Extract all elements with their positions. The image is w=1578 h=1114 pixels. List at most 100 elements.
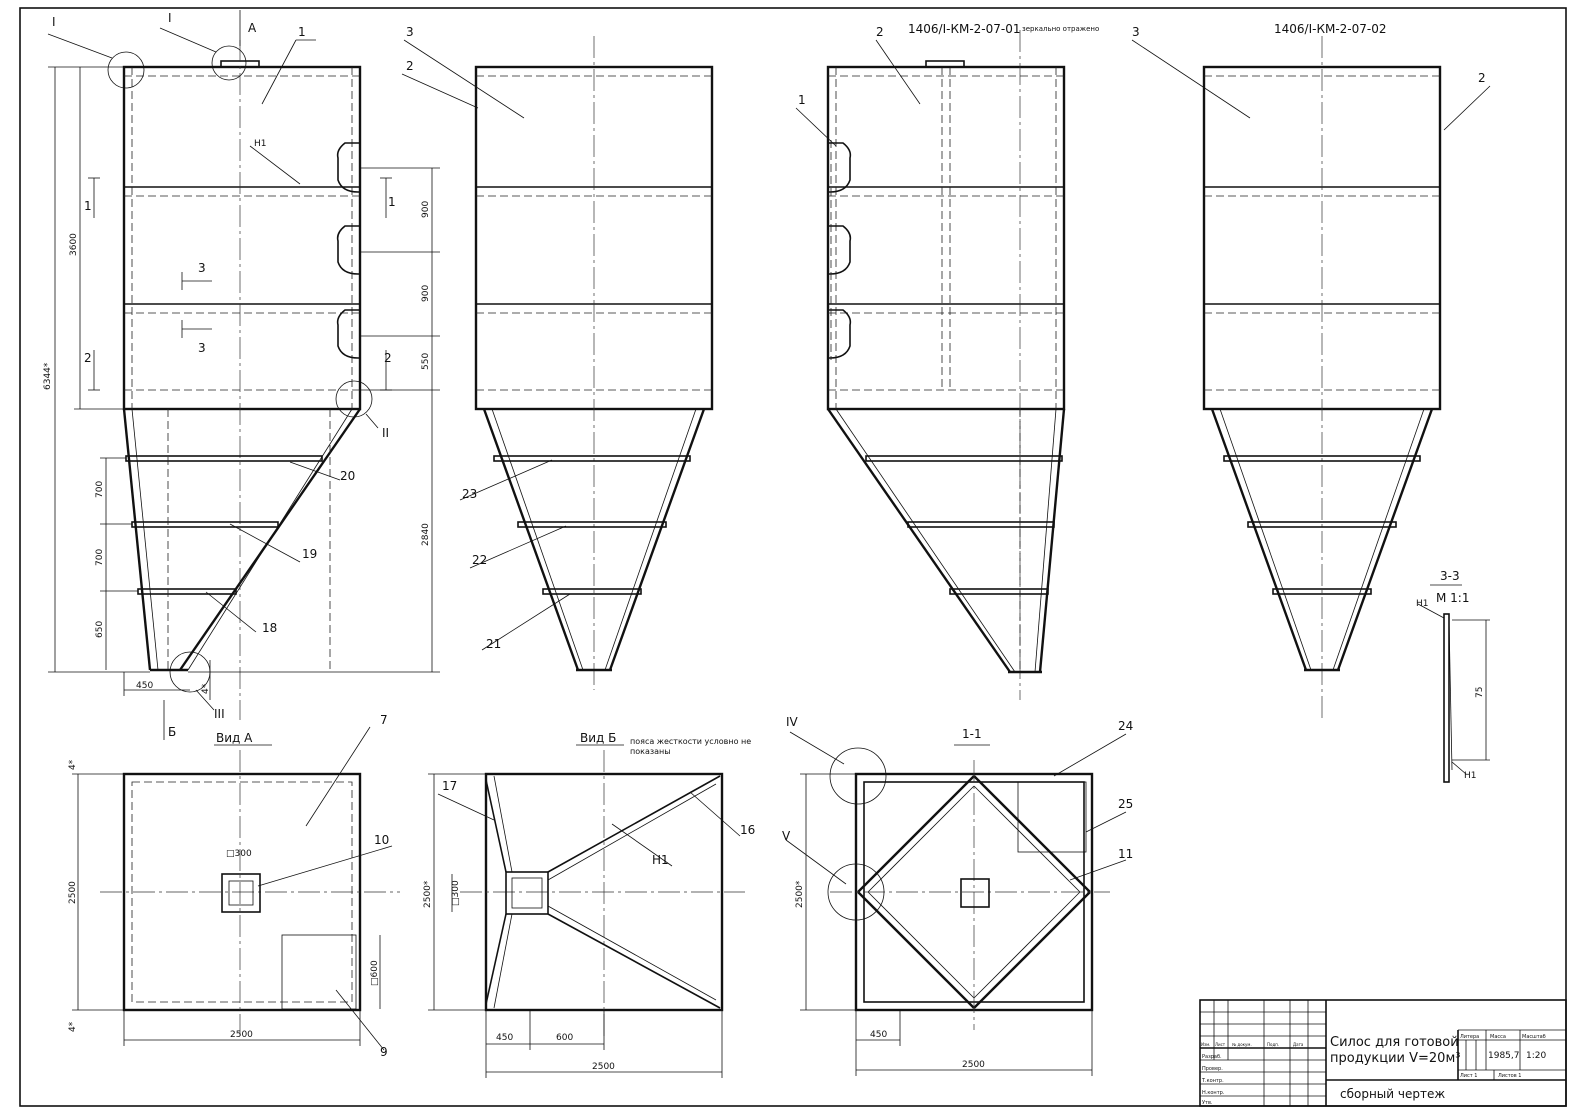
dim-700-a: 700: [95, 481, 105, 498]
tb-ndok: № докум.: [1232, 1042, 1252, 1047]
callout-h1-vb: Н1: [652, 853, 669, 867]
tb-utv: Утв.: [1202, 1100, 1213, 1106]
callout-22: 22: [472, 553, 487, 567]
dim-4-va-top: 4*: [68, 759, 78, 770]
front-view-2: [474, 36, 714, 690]
node-IV-label: IV: [786, 715, 799, 729]
callout-3-v4: 3: [1132, 25, 1140, 39]
section-arrow-1-left: 1: [84, 199, 92, 213]
callout-10: 10: [374, 833, 389, 847]
dim-450-11: 450: [870, 1030, 887, 1040]
section-3-3: [1417, 584, 1490, 783]
dim-700-b: 700: [95, 549, 105, 566]
callout-17: 17: [442, 779, 457, 793]
node-V-label: V: [782, 829, 791, 843]
section-3-3-scale: М 1:1: [1436, 591, 1469, 605]
section-arrow-2-right: 2: [384, 351, 392, 365]
dim-650: 650: [95, 621, 105, 638]
node-II-label: II: [382, 426, 389, 440]
callout-19: 19: [302, 547, 317, 561]
callout-23: 23: [462, 487, 477, 501]
tb-mass: 1985,7: [1488, 1051, 1520, 1061]
dim-2500-11: 2500: [962, 1060, 985, 1070]
view-a-plan: [72, 744, 400, 1046]
view-a-title: Вид А: [216, 731, 253, 745]
callout-21: 21: [486, 637, 501, 651]
view-b-note-2: показаны: [630, 747, 671, 756]
dim-450-v1: 450: [136, 681, 153, 691]
top-label-1-note: зеркально отражено: [1022, 25, 1099, 33]
dim-75-33: 75: [1475, 687, 1485, 698]
dim-900-a: 900: [421, 201, 431, 218]
section-3-3-title: 3-3: [1440, 569, 1460, 583]
front-view-3: [826, 30, 1066, 700]
dim-550: 550: [421, 353, 431, 370]
section-arrow-3-top: 3: [198, 261, 206, 275]
node-I-label-2: I: [168, 11, 172, 25]
callout-1-v3: 1: [798, 93, 806, 107]
tb-name-line-2: продукции V=20м³: [1330, 1051, 1460, 1066]
section-arrow-1-right: 1: [388, 195, 396, 209]
dim-4-va-bottom: 4*: [68, 1021, 78, 1032]
leader-lines: [47, 27, 1491, 1051]
h1-label-3-3-top: Н1: [1416, 599, 1429, 609]
tb-nkontr: Н.контр.: [1202, 1090, 1225, 1096]
tb-podp: Подп.: [1267, 1042, 1279, 1047]
callout-2-v2: 2: [406, 59, 414, 73]
dim-2500-va-h: 2500: [230, 1030, 253, 1040]
callout-9: 9: [380, 1045, 388, 1059]
callout-h1-v1: Н1: [254, 139, 267, 149]
section-arrow-3-bottom: 3: [198, 341, 206, 355]
tb-tkontr: Т.контр.: [1201, 1078, 1224, 1084]
dim-2500s-11: 2500*: [795, 880, 805, 908]
title-block: [1199, 999, 1567, 1107]
tb-data: Дата: [1293, 1042, 1304, 1047]
dim-300-vb: □300: [451, 880, 461, 906]
section-1-1-plan: [800, 744, 1110, 1076]
top-label-1: 1406/I-КМ-2-07-01: [908, 22, 1021, 36]
dim-4-v1: 4*: [201, 683, 211, 694]
front-view-4: [1202, 36, 1442, 720]
dim-2500-vb: 2500: [592, 1062, 615, 1072]
callout-20: 20: [340, 469, 355, 483]
dim-3600: 3600: [69, 233, 79, 256]
dim-6344: 6344*: [43, 362, 53, 390]
view-b-plan: [428, 744, 745, 1078]
section-1-1-title: 1-1: [962, 727, 982, 741]
tb-name-line-1: Силос для готовой: [1330, 1035, 1459, 1050]
node-I-label-1: I: [52, 15, 56, 29]
callout-7: 7: [380, 713, 388, 727]
dim-600-va: □600: [370, 960, 380, 986]
callout-2-v4: 2: [1478, 71, 1486, 85]
dim-2500s-vb: 2500*: [423, 880, 433, 908]
callout-3-v2: 3: [406, 25, 414, 39]
tb-lit-header: Литера: [1460, 1034, 1479, 1040]
arrow-b-label: Б: [168, 725, 176, 739]
h1-label-3-3-bottom: Н1: [1464, 771, 1477, 781]
front-view-dimensions: [48, 10, 440, 740]
callout-18: 18: [262, 621, 277, 635]
callout-2-v3: 2: [876, 25, 884, 39]
callout-16: 16: [740, 823, 755, 837]
tb-scale: 1:20: [1526, 1051, 1546, 1061]
arrow-a-label: А: [248, 21, 257, 35]
tb-list: Лист: [1215, 1042, 1226, 1047]
tb-sheets-label: Листов 1: [1498, 1073, 1521, 1079]
dim-2840: 2840: [421, 523, 431, 546]
tb-sheet-label: Лист 1: [1460, 1073, 1477, 1079]
dim-300-va: □300: [226, 849, 252, 859]
view-b-note-1: пояса жесткости условно не: [630, 737, 751, 746]
node-III-label: III: [214, 707, 225, 721]
tb-izm: Изм.: [1201, 1042, 1210, 1047]
sheet-frame: [19, 7, 1567, 1107]
front-view-main: [107, 40, 373, 720]
dim-900-b: 900: [421, 285, 431, 302]
tb-prov: Провер.: [1202, 1066, 1223, 1072]
dim-2500-va-v: 2500: [68, 881, 78, 904]
callout-25: 25: [1118, 797, 1133, 811]
tb-scale-header: Масштаб: [1522, 1034, 1546, 1040]
dim-600-vb: 600: [556, 1033, 573, 1043]
tb-razrab: Разраб.: [1202, 1054, 1222, 1060]
top-label-2: 1406/I-КМ-2-07-02: [1274, 22, 1387, 36]
